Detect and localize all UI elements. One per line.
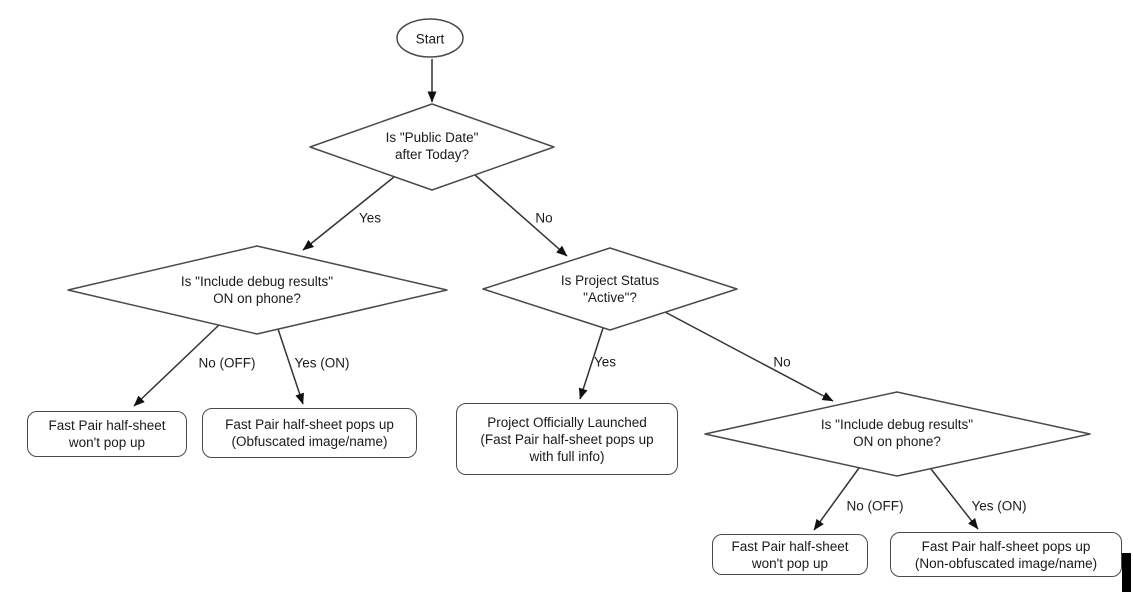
result-non-obfuscated-label: Fast Pair half-sheet pops up (Non-obfusc…: [914, 538, 1098, 571]
edge-project-status-no: [664, 311, 834, 402]
edge-debug-right-yes-on: [930, 468, 979, 530]
edge-project-status-yes: [578, 327, 604, 400]
result-wont-popup-left-label: Fast Pair half-sheet won't pop up: [48, 418, 166, 450]
result-non-obfuscated-box: Fast Pair half-sheet pops up (Non-obfusc…: [890, 532, 1122, 577]
edge-label-d2-yes-on: Yes (ON): [294, 355, 350, 371]
decision-debug-right-label: Is "Include debug results" ON on phone?: [820, 417, 974, 449]
edge-label-d3-no: No: [773, 354, 791, 370]
decision-debug-right-shape: [704, 391, 1091, 477]
edge-label-d1-yes: Yes: [358, 210, 382, 226]
result-obfuscated-box: Fast Pair half-sheet pops up (Obfuscated…: [202, 408, 417, 458]
decision-public-date-shape: [309, 103, 555, 191]
decision-public-date-label: Is "Public Date" after Today?: [385, 130, 479, 162]
edge-debug-right-no-off: [813, 467, 860, 531]
result-wont-popup-right-label: Fast Pair half-sheet won't pop up: [731, 538, 849, 571]
result-launched-label: Project Officially Launched (Fast Pair h…: [480, 414, 654, 464]
edge-label-d4-no-off: No (OFF): [846, 498, 904, 514]
start-terminator-shape: [396, 18, 464, 58]
start-label: Start: [415, 31, 445, 47]
decision-project-status-label: Is Project Status "Active"?: [560, 273, 660, 305]
result-wont-popup-left-box: Fast Pair half-sheet won't pop up: [27, 411, 187, 457]
edge-label-d4-yes-on: Yes (ON): [971, 498, 1027, 514]
edge-label-d1-no: No: [535, 210, 553, 226]
result-obfuscated-label: Fast Pair half-sheet pops up (Obfuscated…: [225, 417, 394, 449]
decision-project-status-shape: [482, 247, 738, 331]
edge-label-d3-yes: Yes: [593, 354, 617, 370]
edge-debug-left-yes-on: [277, 328, 304, 405]
result-launched-box: Project Officially Launched (Fast Pair h…: [456, 403, 678, 475]
edge-public-date-yes: [302, 176, 395, 251]
decision-debug-left-label: Is "Include debug results" ON on phone?: [180, 274, 334, 306]
text-cursor-artifact: [1122, 553, 1131, 592]
edge-debug-left-no-off: [133, 324, 220, 407]
result-wont-popup-right-box: Fast Pair half-sheet won't pop up: [712, 534, 868, 575]
decision-debug-left-shape: [67, 245, 448, 335]
edge-label-d2-no-off: No (OFF): [198, 355, 256, 371]
edge-public-date-no: [474, 174, 568, 257]
